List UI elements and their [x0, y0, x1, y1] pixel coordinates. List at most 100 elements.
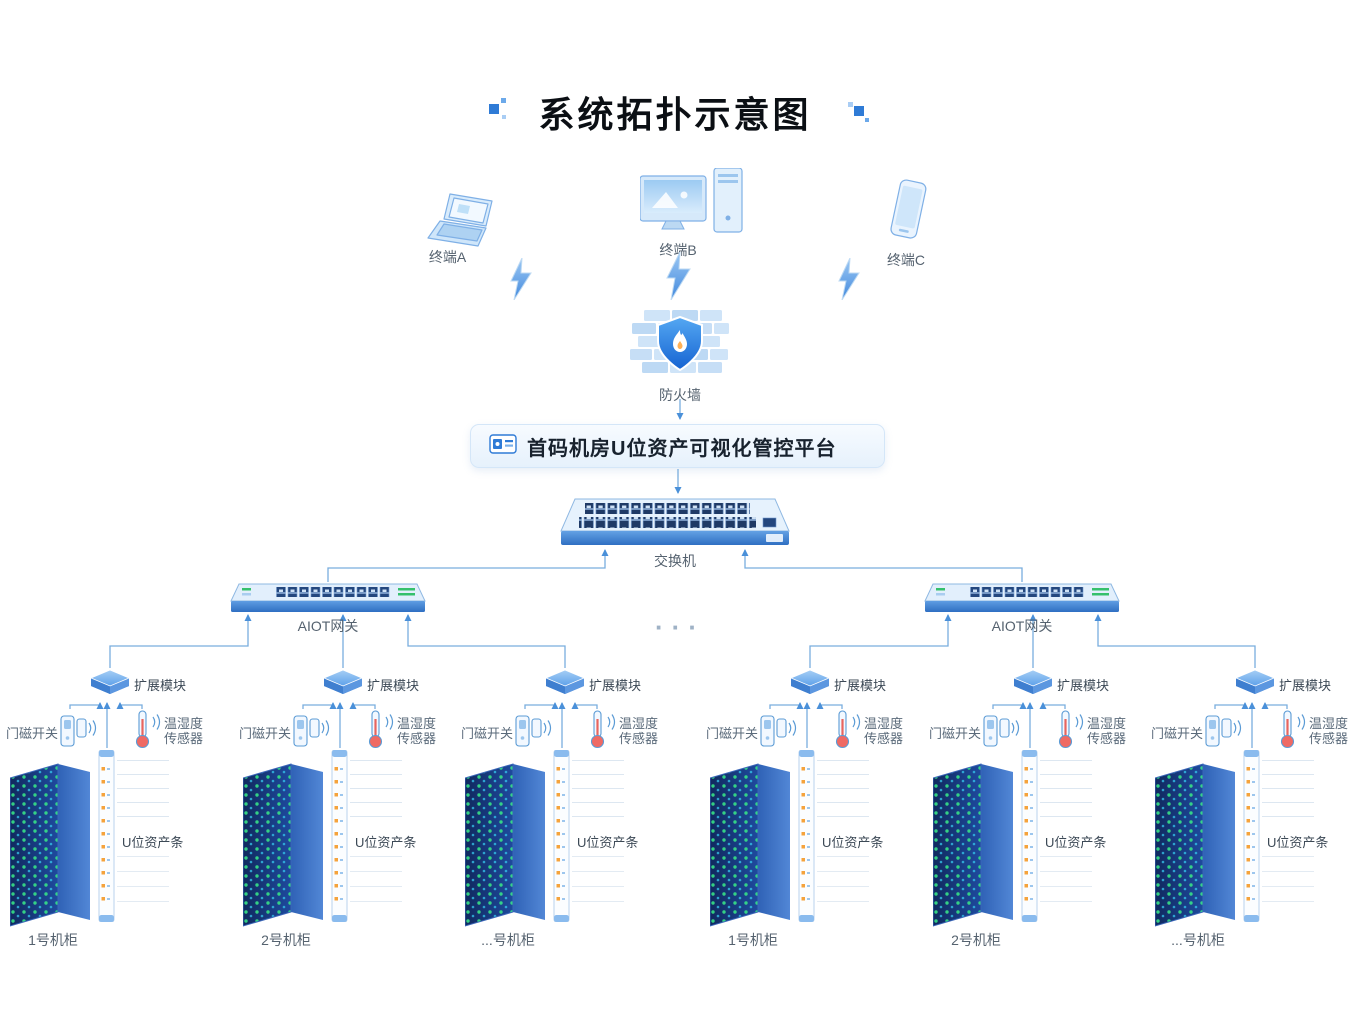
- title-decor-right-icon: [846, 100, 870, 131]
- expansion-module-label: 扩展模块: [134, 678, 187, 693]
- server-rack-icon: [9, 756, 92, 933]
- u-asset-strip-icon: [553, 749, 570, 927]
- ellipsis-indicator: ···: [655, 612, 705, 642]
- firewall-icon: [630, 310, 730, 383]
- rack-cluster: 扩展模块 门磁开关 温湿度传感器: [6, 660, 220, 960]
- lightning-left-icon: [508, 257, 534, 305]
- temp-humidity-sensor-icon: [832, 710, 862, 755]
- temp-humidity-sensor-label: 温湿度传感器: [397, 716, 437, 746]
- u-asset-strip-icon: [98, 749, 115, 927]
- temp-humidity-sensor-icon: [1055, 710, 1085, 755]
- u-asset-callout-lines: [1262, 760, 1314, 818]
- switch-label: 交换机: [654, 553, 696, 569]
- server-rack-icon: [709, 756, 792, 933]
- aiot-gateway-left-icon: [230, 583, 426, 618]
- door-switch-icon: [983, 710, 1021, 755]
- rack-cluster: 扩展模块 门磁开关 温湿度传感器: [929, 660, 1143, 960]
- door-switch-label: 门磁开关: [1151, 726, 1204, 741]
- expansion-module-label: 扩展模块: [367, 678, 420, 693]
- expansion-module-label: 扩展模块: [1279, 678, 1332, 693]
- door-switch-icon: [1205, 710, 1243, 755]
- cabinet-label: 1号机柜: [28, 932, 78, 948]
- rack-cluster: 扩展模块 门磁开关 温湿度传感器: [1151, 660, 1350, 960]
- temp-humidity-sensor-icon: [587, 710, 617, 755]
- expansion-module-icon: [1234, 668, 1276, 703]
- server-rack-icon: [464, 756, 547, 933]
- terminal-b-label: 终端B: [659, 242, 697, 258]
- laptop-icon: [426, 192, 500, 253]
- expansion-module-icon: [1012, 668, 1054, 703]
- rack-cluster: 扩展模块 门磁开关 温湿度传感器: [461, 660, 675, 960]
- u-asset-callout-lines: [117, 856, 169, 903]
- u-asset-callout-lines: [117, 760, 169, 818]
- phone-icon: [884, 178, 932, 249]
- temp-humidity-sensor-label: 温湿度传感器: [1309, 716, 1349, 746]
- door-switch-icon: [515, 710, 553, 755]
- expansion-module-icon: [89, 668, 131, 703]
- u-asset-callout-lines: [817, 856, 869, 903]
- u-asset-strip-icon: [1021, 749, 1038, 927]
- u-asset-callout-lines: [1040, 760, 1092, 818]
- door-switch-icon: [293, 710, 331, 755]
- door-switch-icon: [60, 710, 98, 755]
- u-asset-strip-label: U位资产条: [822, 835, 884, 850]
- temp-humidity-sensor-label: 温湿度传感器: [1087, 716, 1127, 746]
- u-asset-callout-lines: [1262, 856, 1314, 903]
- u-asset-strip-label: U位资产条: [122, 835, 184, 850]
- terminal-a-label: 终端A: [428, 249, 467, 265]
- u-asset-strip-label: U位资产条: [1045, 835, 1107, 850]
- u-asset-strip-label: U位资产条: [1267, 835, 1329, 850]
- cabinet-label: 2号机柜: [951, 932, 1001, 948]
- aiot-gateway-right-icon: [924, 583, 1120, 618]
- door-switch-label: 门磁开关: [239, 726, 292, 741]
- rack-cluster: 扩展模块 门磁开关 温湿度传感器: [706, 660, 920, 960]
- firewall-label: 防火墙: [659, 387, 701, 403]
- desktop-icon: [639, 167, 744, 241]
- door-switch-label: 门磁开关: [6, 726, 59, 741]
- expansion-module-label: 扩展模块: [589, 678, 642, 693]
- server-rack-icon: [932, 756, 1015, 933]
- temp-humidity-sensor-label: 温湿度传感器: [864, 716, 904, 746]
- door-switch-label: 门磁开关: [706, 726, 759, 741]
- cabinet-label: 2号机柜: [261, 932, 311, 948]
- lightning-middle-icon: [664, 251, 692, 305]
- expansion-module-label: 扩展模块: [1057, 678, 1110, 693]
- u-asset-callout-lines: [817, 760, 869, 818]
- u-asset-callout-lines: [1040, 856, 1092, 903]
- temp-humidity-sensor-icon: [365, 710, 395, 755]
- title-decor-left-icon: [487, 96, 509, 127]
- platform-title: 首码机房U位资产可视化管控平台: [527, 437, 837, 460]
- cabinet-label: ...号机柜: [1171, 932, 1225, 948]
- server-rack-icon: [1154, 756, 1237, 933]
- cabinet-label: 1号机柜: [728, 932, 778, 948]
- door-switch-label: 门磁开关: [461, 726, 514, 741]
- door-switch-icon: [760, 710, 798, 755]
- aiot-gateway-right-label: AIOT网关: [991, 618, 1053, 634]
- expansion-module-icon: [322, 668, 364, 703]
- shield-flame-icon: [657, 315, 703, 372]
- door-switch-label: 门磁开关: [929, 726, 982, 741]
- server-rack-icon: [242, 756, 325, 933]
- platform-banner: 首码机房U位资产可视化管控平台: [470, 424, 885, 468]
- aiot-gateway-left-label: AIOT网关: [297, 618, 359, 634]
- u-asset-callout-lines: [350, 760, 402, 818]
- u-asset-callout-lines: [572, 760, 624, 818]
- u-asset-strip-icon: [1243, 749, 1260, 927]
- platform-icon: [489, 433, 517, 460]
- temp-humidity-sensor-label: 温湿度传感器: [164, 716, 204, 746]
- u-asset-strip-icon: [331, 749, 348, 927]
- temp-humidity-sensor-icon: [132, 710, 162, 755]
- expansion-module-label: 扩展模块: [834, 678, 887, 693]
- u-asset-strip-icon: [798, 749, 815, 927]
- u-asset-strip-label: U位资产条: [577, 835, 639, 850]
- rack-cluster: 扩展模块 门磁开关 温湿度传感器: [239, 660, 453, 960]
- expansion-module-icon: [544, 668, 586, 703]
- temp-humidity-sensor-label: 温湿度传感器: [619, 716, 659, 746]
- u-asset-callout-lines: [572, 856, 624, 903]
- switch-icon: [560, 498, 790, 553]
- lightning-right-icon: [836, 257, 862, 305]
- cabinet-label: ...号机柜: [481, 932, 535, 948]
- page-title: 系统拓扑示意图: [538, 94, 812, 135]
